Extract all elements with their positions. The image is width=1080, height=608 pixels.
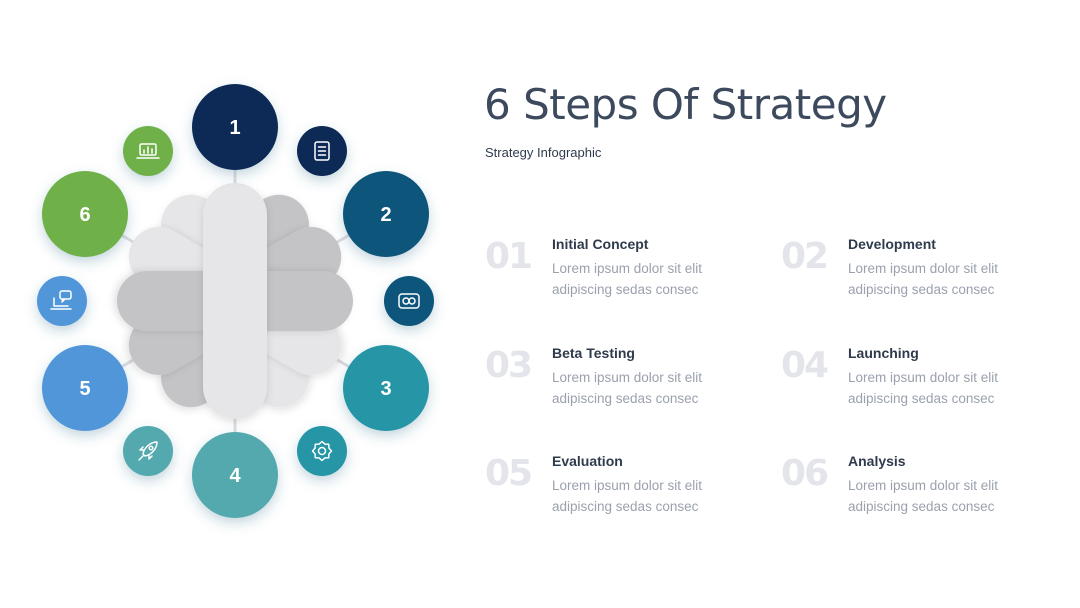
step-number: 05 xyxy=(485,453,533,494)
step-description: Lorem ipsum dolor sit elit adipiscing se… xyxy=(848,478,999,514)
page-subtitle: Strategy Infographic xyxy=(485,145,602,160)
step-node-label: 1 xyxy=(229,117,240,139)
step-number: 01 xyxy=(485,236,533,277)
step-node-circle xyxy=(343,345,429,431)
step-node-circle xyxy=(343,171,429,257)
step-description: Lorem ipsum dolor sit elit adipiscing se… xyxy=(552,261,703,297)
step-number: 02 xyxy=(781,236,829,277)
step-node-label: 2 xyxy=(380,204,391,226)
step-node-label: 4 xyxy=(229,465,241,487)
step-number: 06 xyxy=(781,453,829,494)
step-item-4: 04 Launching Lorem ipsum dolor sit elit … xyxy=(781,345,1041,425)
chat-laptop-icon xyxy=(37,276,87,326)
step-item-6: 06 Analysis Lorem ipsum dolor sit elit a… xyxy=(781,453,1041,533)
step-node-5: 5 xyxy=(42,345,128,431)
step-node-1: 1 xyxy=(192,84,278,170)
step-title: Evaluation xyxy=(552,453,623,469)
step-description: Lorem ipsum dolor sit elit adipiscing se… xyxy=(848,261,999,297)
link-icon xyxy=(384,276,434,326)
step-node-3: 3 xyxy=(343,345,429,431)
step-node-label: 6 xyxy=(79,204,90,226)
step-title: Analysis xyxy=(848,453,906,469)
flower-petal-center xyxy=(203,183,267,419)
step-item-2: 02 Development Lorem ipsum dolor sit eli… xyxy=(781,236,1041,316)
step-node-label: 3 xyxy=(380,378,391,400)
step-number: 04 xyxy=(781,345,829,386)
step-title: Launching xyxy=(848,345,919,361)
step-description: Lorem ipsum dolor sit elit adipiscing se… xyxy=(848,370,999,406)
step-title: Development xyxy=(848,236,936,252)
step-item-1: 01 Initial Concept Lorem ipsum dolor sit… xyxy=(485,236,745,316)
step-item-3: 03 Beta Testing Lorem ipsum dolor sit el… xyxy=(485,345,745,425)
step-description: Lorem ipsum dolor sit elit adipiscing se… xyxy=(552,370,703,406)
rocket-icon xyxy=(123,426,173,476)
page-title: 6 Steps Of Strategy xyxy=(484,80,887,129)
document-icon xyxy=(297,126,347,176)
step-number: 03 xyxy=(485,345,533,386)
step-node-circle xyxy=(192,432,278,518)
step-node-label: 5 xyxy=(79,378,90,400)
laptop-chart-icon xyxy=(123,126,173,176)
gear-icon xyxy=(297,426,347,476)
step-title: Beta Testing xyxy=(552,345,635,361)
step-title: Initial Concept xyxy=(552,236,649,252)
step-node-circle xyxy=(42,345,128,431)
step-node-6: 6 xyxy=(42,171,128,257)
flower-petals xyxy=(117,183,353,419)
step-node-2: 2 xyxy=(343,171,429,257)
step-node-circle xyxy=(192,84,278,170)
step-node-4: 4 xyxy=(192,432,278,518)
step-node-circle xyxy=(42,171,128,257)
icon-nodes xyxy=(37,126,434,476)
step-description: Lorem ipsum dolor sit elit adipiscing se… xyxy=(552,478,703,514)
step-nodes: 1 2 3 4 5 6 xyxy=(42,84,429,518)
step-item-5: 05 Evaluation Lorem ipsum dolor sit elit… xyxy=(485,453,745,533)
